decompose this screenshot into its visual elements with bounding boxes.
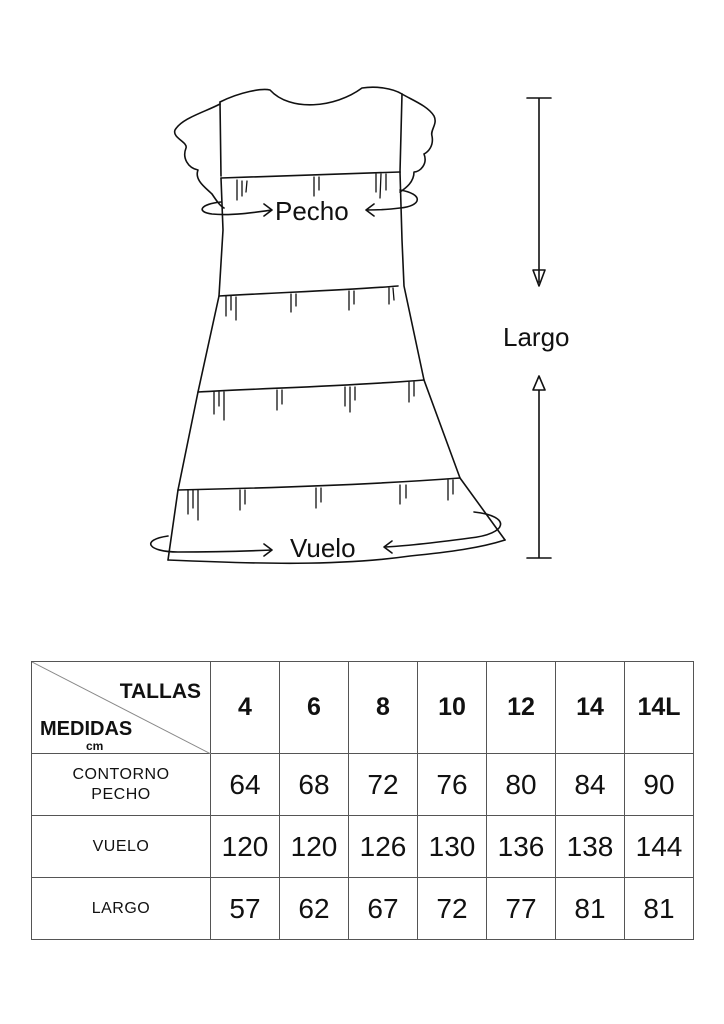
side-right	[399, 171, 506, 541]
unit-label: cm	[86, 739, 104, 753]
right-sleeve	[399, 93, 436, 193]
chest-arrow-left	[201, 201, 273, 217]
chest-arrow-right	[365, 189, 419, 217]
row-label: LARGO	[31, 877, 211, 940]
value-cell: 77	[486, 877, 556, 940]
table-row: CONTORNO PECHO 64 68 72 76 80 84 90	[31, 753, 694, 816]
gather-marks	[187, 173, 454, 521]
table-row: LARGO 57 62 67 72 77 81 81	[31, 877, 694, 940]
hem-line	[167, 539, 506, 565]
value-cell: 68	[279, 753, 349, 816]
length-label: Largo	[503, 322, 570, 352]
value-cell: 81	[624, 877, 694, 940]
hem-arrow-right	[383, 511, 502, 554]
length-arrow-top	[526, 97, 552, 287]
value-cell: 67	[348, 877, 418, 940]
measures-header-label: MEDIDAS	[40, 718, 133, 740]
value-cell: 76	[417, 753, 487, 816]
value-cell: 144	[624, 815, 694, 878]
size-header: 14	[555, 661, 625, 754]
value-cell: 84	[555, 753, 625, 816]
corner-diagonal	[32, 662, 211, 754]
value-cell: 62	[279, 877, 349, 940]
bodice-right	[399, 93, 403, 173]
table-row: VUELO 120 120 126 130 136 138 144	[31, 815, 694, 878]
hem-label: Vuelo	[290, 533, 356, 563]
size-header: 6	[279, 661, 349, 754]
row-label: VUELO	[31, 815, 211, 878]
value-cell: 126	[348, 815, 418, 878]
size-header: 12	[486, 661, 556, 754]
value-cell: 64	[210, 753, 280, 816]
side-left	[167, 177, 224, 561]
chest-label: Pecho	[275, 196, 349, 226]
value-cell: 136	[486, 815, 556, 878]
size-table: TALLAS MEDIDAS cm 4 6 8 10 12 14 14L CON…	[31, 661, 694, 940]
hem-arrow-left	[149, 535, 273, 557]
header-row: TALLAS MEDIDAS cm 4 6 8 10 12 14 14L	[31, 661, 694, 754]
size-header: 8	[348, 661, 418, 754]
corner-cell: TALLAS MEDIDAS cm	[31, 661, 211, 754]
size-header: 14L	[624, 661, 694, 754]
sizes-header-label: TALLAS	[119, 680, 201, 703]
left-sleeve	[173, 103, 225, 209]
seam-3	[197, 379, 425, 393]
size-header: 10	[417, 661, 487, 754]
value-cell: 120	[279, 815, 349, 878]
bodice-left	[219, 101, 222, 177]
value-cell: 57	[210, 877, 280, 940]
row-label-line: CONTORNO	[72, 765, 170, 783]
seam-2	[218, 285, 399, 297]
value-cell: 72	[348, 753, 418, 816]
value-cell: 81	[555, 877, 625, 940]
neckline	[219, 86, 403, 106]
value-cell: 138	[555, 815, 625, 878]
value-cell: 130	[417, 815, 487, 878]
size-header: 4	[210, 661, 280, 754]
row-label: CONTORNO PECHO	[31, 753, 211, 816]
value-cell: 90	[624, 753, 694, 816]
row-label-line: PECHO	[91, 785, 151, 803]
value-cell: 80	[486, 753, 556, 816]
value-cell: 120	[210, 815, 280, 878]
length-arrow-bottom	[526, 375, 552, 559]
seam-4	[177, 477, 461, 491]
value-cell: 72	[417, 877, 487, 940]
seam-1	[220, 171, 401, 179]
dress-diagram: Pecho Vuelo Largo	[149, 86, 570, 565]
